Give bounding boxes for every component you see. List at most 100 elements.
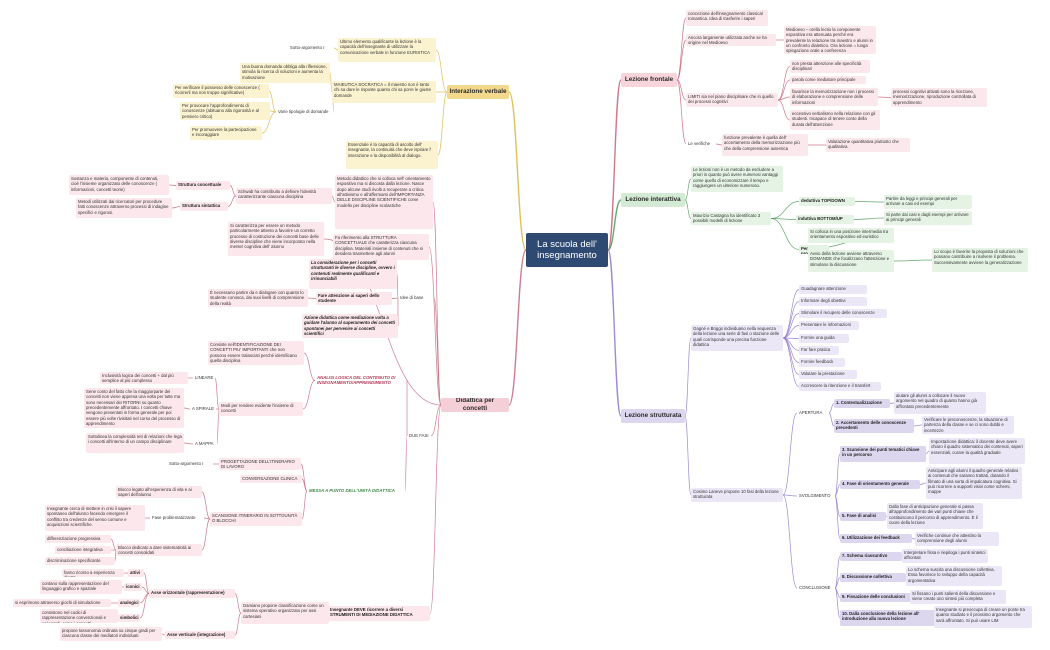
node-dc5a1[interactable]: Consiste nell'IDENTIFICAZIONE DEI CONCET… xyxy=(208,341,304,365)
node-dc5b1[interactable]: PROGETTAZIONE DELL'ITINERARIO DI LAVORO xyxy=(219,458,301,470)
node-lf2a[interactable]: Medioevo – orella lectio la componente e… xyxy=(784,26,876,54)
node-f5a[interactable]: Dalla fase di anticipazione generale si … xyxy=(887,503,983,529)
node-fp1[interactable]: Insegnante cerca di mettere in crisi il … xyxy=(45,505,145,531)
node-dc5b1a[interactable]: Sotto-argomento I xyxy=(169,461,204,466)
node-f3[interactable]: 3. Scansione dei punti tematici chiave i… xyxy=(840,446,926,462)
node-f5[interactable]: 5. Fase di analisi xyxy=(840,512,886,521)
node-dc4b[interactable]: Fare attenzione ai saperi dello studente xyxy=(316,292,392,305)
node-g2[interactable]: Informare degli obiettivi xyxy=(799,297,867,306)
node-dc[interactable]: Didattica per concetti xyxy=(441,398,509,412)
node-si[interactable]: simbolici xyxy=(118,614,140,622)
node-bl2c[interactable]: discriminazione specificante xyxy=(45,557,115,565)
node-lf3c[interactable]: favorisce la memorizzazione non i proces… xyxy=(790,88,878,106)
node-lf3a[interactable]: non presta attenzione alle specificità d… xyxy=(790,60,870,73)
node-dc1b1[interactable]: Metodi utilizzati dai ricercatori per pr… xyxy=(76,198,172,218)
node-lf4a[interactable]: funzione prevalente è quella dell' accer… xyxy=(722,134,808,156)
node-lin1[interactable]: Inclusività logica dei concetti + dal pi… xyxy=(100,372,188,384)
node-iv2a[interactable]: Una buona domanda obbliga alla riflessio… xyxy=(240,63,330,83)
node-av[interactable]: Asse verticale (integrazione) xyxy=(165,631,235,639)
node-f10a[interactable]: Insegnante si preoccupa di creare un pon… xyxy=(934,606,1032,628)
node-f6a[interactable]: Verifiche continue che attestino la comp… xyxy=(915,532,999,546)
node-f9[interactable]: 9. Fissazione delle conclusioni xyxy=(840,593,912,602)
node-f2a[interactable]: Verificare le preconoscenze, la situazio… xyxy=(922,416,1014,434)
node-li2a[interactable]: deduttiva TOP/DOWN xyxy=(799,197,855,206)
node-li2b[interactable]: induttiva BOTTOM/UP xyxy=(796,215,854,224)
node-f8[interactable]: 8. Discussione collettiva xyxy=(840,573,906,582)
node-iv2b1[interactable]: Per verificare il possesso delle conosce… xyxy=(173,84,269,98)
node-av1[interactable]: propone tassonomia ordinata su cinque gr… xyxy=(60,627,162,641)
node-dc1a[interactable]: Struttura concettuale xyxy=(176,181,230,190)
node-dc6a[interactable]: Damiano propone classificazione come un … xyxy=(241,602,329,624)
node-at1[interactable]: fanno ricorso a esperienza diretta xyxy=(62,569,124,577)
node-iv1[interactable]: Ultimo elemento qualificante la lezione … xyxy=(338,38,436,62)
node-ras[interactable]: A SPIRALE xyxy=(192,406,214,411)
node-ic1[interactable]: contano sulla rappresentazione del lingu… xyxy=(40,580,122,594)
node-dc5[interactable]: DUE FASI xyxy=(409,433,429,438)
node-lin[interactable]: LINEARE xyxy=(195,375,214,380)
node-iv2b[interactable]: Varie tipologie di domande xyxy=(278,109,329,114)
node-iv2b2[interactable]: Per provocare l'approfondimento di conos… xyxy=(180,102,270,120)
node-lf2[interactable]: Ancora largamente utilizzata anche se ha… xyxy=(686,34,776,46)
node-dc1[interactable]: Metodo didattico che si colloca nell' or… xyxy=(335,175,433,229)
node-map1[interactable]: Sottolinea la complessità reti di relazi… xyxy=(86,433,184,453)
node-f9a[interactable]: Si fissano i punti salienti della discus… xyxy=(910,590,1006,604)
node-f1[interactable]: 1. Contestualizzazione xyxy=(834,399,890,408)
node-dc5a2[interactable]: Modi per rendere evidente l'insieme di c… xyxy=(219,402,303,416)
node-f4a[interactable]: Anticipare agli alunni il quadro general… xyxy=(926,467,1022,499)
node-bl1[interactable]: Blocco legato all'esperienza di vita e a… xyxy=(116,486,202,498)
node-iv3[interactable]: Essenziale è la capacità di ascolto dell… xyxy=(346,141,438,169)
node-iv2[interactable]: MAIEUTICA SOCRATICA = Il maestro non è t… xyxy=(332,81,436,103)
node-dc1a1[interactable]: Sostanza e materia, componente di conten… xyxy=(69,175,169,195)
node-lf1[interactable]: concezione dell'insegnamento classica/ r… xyxy=(686,10,768,26)
node-bl2b[interactable]: conciliazione integrativa xyxy=(55,546,111,554)
node-dc3[interactable]: Fa riferimento alla STRUTTURA CONCETTUAL… xyxy=(333,234,429,260)
node-iv2b3[interactable]: Per promuovere la partecipazione e incor… xyxy=(190,126,262,140)
node-dc1b[interactable]: Struttura sintattica xyxy=(180,202,228,211)
node-lf[interactable]: Lezione frontale xyxy=(621,73,677,87)
node-dc4b1[interactable]: È necessario partire da e dialogare con … xyxy=(208,289,308,307)
node-f6[interactable]: 6. Utilizzazione dei feedback xyxy=(840,534,912,543)
node-dc6[interactable]: Insegnante DEVE ricorrere a diversi STRU… xyxy=(328,606,430,621)
node-iv1a[interactable]: Sotto-argomento I xyxy=(290,45,325,50)
node-li2a1[interactable]: Partire da leggi e principi generali per… xyxy=(884,195,972,209)
node-co[interactable]: CONCLUSIONE xyxy=(799,585,831,590)
node-f7[interactable]: 7. Schema riassuntivo xyxy=(840,552,902,561)
node-li1[interactable]: Le lezioni non è un metodo da escludere … xyxy=(691,166,783,192)
node-ls1[interactable]: Gagné e Briggs individuano nella sequenz… xyxy=(691,325,783,351)
node-lf3c1[interactable]: processi cognitivi attivati sono la rice… xyxy=(891,88,987,107)
node-dc5a[interactable]: ANALISI LOGICA DEL CONTENUTO DI INSEGNAM… xyxy=(317,375,396,386)
node-li2c3[interactable]: Lo scopo è favorire la proposta di soluz… xyxy=(932,248,1028,272)
node-dc5b3[interactable]: SCANSIONE ITINERARIO IN SOTTOUNITÀ O BLO… xyxy=(210,512,302,526)
node-li2b1[interactable]: Si parte dai casi e dagli esempi per arr… xyxy=(884,211,972,225)
node-lf3b[interactable]: parola come mediatore principale xyxy=(790,76,866,84)
node-ao[interactable]: Asse orizzontale (rappresentazione) xyxy=(149,589,235,598)
node-g1[interactable]: Guadagnare attenzione xyxy=(799,285,867,294)
node-sv[interactable]: SVOLGIMENTO xyxy=(799,493,831,498)
node-ras1[interactable]: Sene conto del fatto che la maggiorparte… xyxy=(84,388,184,428)
node-li2c2[interactable]: Avvio della lezione avviene attraverso D… xyxy=(808,250,894,272)
node-dc2[interactable]: Si caratterizza per essere un metodo par… xyxy=(228,222,324,256)
node-bl2[interactable]: Blocco dedicato a dare sistematicità ai … xyxy=(116,544,202,556)
node-f1a[interactable]: aiutare gli alunni a collocare il nuovo … xyxy=(894,392,986,414)
node-f8a[interactable]: Lo schema suscita una discussione collet… xyxy=(906,566,1002,586)
node-dc4[interactable]: Idee di base xyxy=(400,295,424,300)
node-f2[interactable]: 2. Accertamento delle conoscenze precede… xyxy=(834,419,914,433)
node-g9[interactable]: Accrescere la ritenzione e il transfert xyxy=(799,382,881,391)
node-f10[interactable]: 10. Dalla conclusione della lezione all'… xyxy=(840,610,936,626)
node-an[interactable]: analogici xyxy=(118,599,140,607)
node-li2[interactable]: Maurizio Castagna ha identificato 3 poss… xyxy=(691,212,771,225)
node-li[interactable]: Lezione interattiva xyxy=(621,193,685,207)
node-ap[interactable]: APERTURA xyxy=(799,410,823,415)
node-ls[interactable]: Lezione strutturata xyxy=(621,409,685,423)
node-g7[interactable]: Fornire feedback xyxy=(799,358,845,367)
node-lf3[interactable]: LIMITI sia nel piano disciplinare che in… xyxy=(686,93,778,107)
node-dc4c[interactable]: Azione didattica come mediazione volta a… xyxy=(302,314,398,338)
central-topic[interactable]: La scuola dell' insegnamento xyxy=(526,233,608,267)
node-f4[interactable]: 4. Fase di orientamento generale xyxy=(840,480,920,489)
node-dc5b[interactable]: MESSA A PUNTO DELL'UNITÀ DIDATTICA xyxy=(309,488,395,493)
node-g4[interactable]: Presentare le informazioni xyxy=(799,321,859,330)
node-fp[interactable]: Fase problematizzante xyxy=(152,515,196,520)
node-bl2a[interactable]: differenziazione progressiva xyxy=(45,535,111,543)
node-lf4[interactable]: Le verifiche xyxy=(688,141,710,146)
node-at[interactable]: attivi xyxy=(128,569,144,577)
